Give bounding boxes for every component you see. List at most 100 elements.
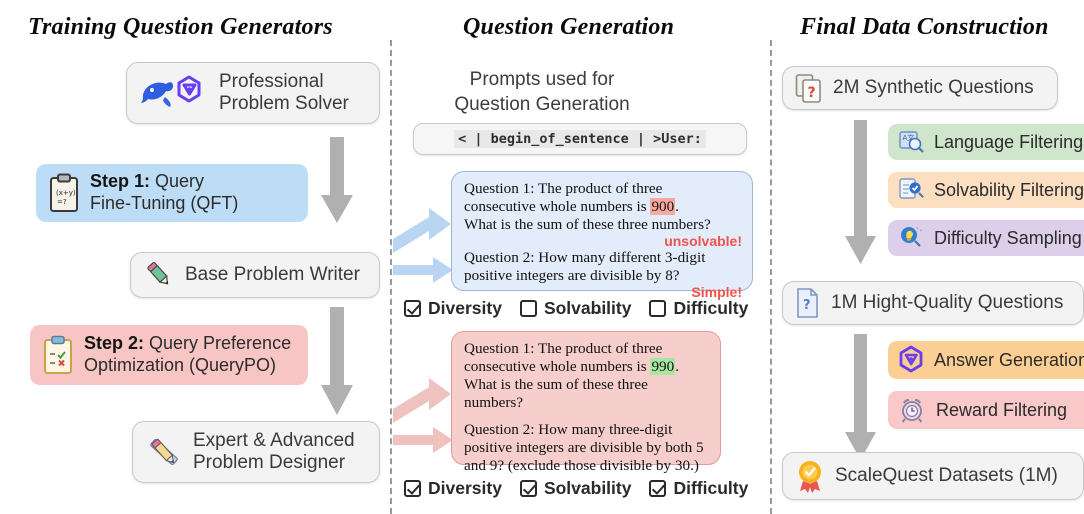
post-reward-filtering-label: Reward Filtering — [936, 399, 1068, 420]
pink-q1-line1: Question 1: The product of three — [464, 340, 663, 357]
checkbox-item-solvability-pink[interactable]: Solvability — [519, 478, 632, 499]
blue-q2-line1: Question 2: How many different 3-digit — [464, 249, 706, 267]
translate-search-icon: A文 — [898, 129, 924, 155]
step-2-bold: Step 2: — [84, 333, 145, 354]
filter-solvability-label: Solvability Filtering — [934, 179, 1084, 200]
blue-q1-highlight: 900 — [650, 197, 676, 215]
question-doc-icon: ? — [795, 287, 821, 319]
checkbox-solvability-blue[interactable] — [519, 300, 537, 317]
column-title-middle: Question Generation — [463, 14, 675, 40]
arrow-solver-to-writer — [320, 137, 354, 227]
pink-q1-post: . — [675, 357, 680, 375]
blue-q1-pre: consecutive whole numbers is — [464, 197, 651, 215]
filter-language-label: Language Filtering — [934, 131, 1084, 152]
checkbox-label-solvability-pink: Solvability — [543, 478, 632, 498]
column-title-left: Training Question Generators — [28, 14, 333, 40]
post-answer-generation[interactable]: Answer Generation — [888, 341, 1084, 379]
expert-problem-designer-label: Expert & Advanced Problem Designer — [193, 429, 355, 473]
scalequest-datasets-label: ScaleQuest Datasets (1M) — [835, 464, 1058, 486]
synthetic-questions-label: 2M Synthetic Questions — [833, 76, 1034, 98]
divider-right — [770, 40, 772, 514]
expert-problem-designer-box[interactable]: Expert & Advanced Problem Designer — [132, 421, 380, 483]
arrows-into-blue-box — [393, 205, 455, 283]
pink-q2-line3: and 9? (exclude those divisible by 30.) — [464, 456, 699, 474]
step-2-rest: Query Preference Optimization (QueryPO) — [84, 333, 292, 375]
pencil-icon — [143, 260, 175, 290]
pink-attribute-checkboxes: Diversity Solvability Difficulty — [404, 478, 766, 499]
alarm-clock-icon — [898, 396, 926, 424]
pink-gap — [464, 412, 710, 421]
blue-q1-line3: What is the sum of these three numbers? — [464, 215, 711, 233]
step-1-banner: (x+y) =? Step 1: Query Fine-Tuning (QFT) — [36, 164, 308, 222]
award-ribbon-icon — [795, 459, 825, 493]
blue-ellipsis: ...... — [590, 300, 616, 316]
high-quality-questions-label: 1M Hight-Quality Questions — [831, 291, 1064, 313]
checkbox-diversity-pink[interactable] — [404, 480, 421, 497]
synthetic-questions-box[interactable]: ? 2M Synthetic Questions — [782, 66, 1058, 110]
filter-solvability-filtering[interactable]: Solvability Filtering — [888, 172, 1084, 208]
svg-text:=?: =? — [57, 198, 67, 206]
step-2-label: Step 2: Query Preference Optimization (Q… — [84, 333, 291, 377]
svg-text:A文: A文 — [903, 133, 915, 142]
blue-attribute-checkboxes: Diversity Solvability Difficulty — [404, 298, 766, 319]
checkbox-difficulty-blue[interactable] — [649, 300, 667, 317]
clipboard-math-icon: (x+y) =? — [48, 173, 80, 213]
pink-q2-line2: positive integers are divisible by both … — [464, 438, 704, 456]
prompt-code-box[interactable]: < | begin_of_sentence | >User: — [413, 123, 747, 155]
doc-check-search-icon — [898, 177, 924, 203]
pink-ellipsis: ...... — [574, 474, 600, 490]
blue-tag-unsolvable: unsolvable! — [664, 232, 742, 249]
checkbox-item-difficulty-pink[interactable]: Difficulty — [649, 478, 748, 499]
pink-q2-line1: Question 2: How many three-digit — [464, 420, 673, 438]
filter-language-filtering[interactable]: A文 Language Filtering — [888, 124, 1084, 160]
scalequest-datasets-box[interactable]: ScaleQuest Datasets (1M) — [782, 452, 1084, 500]
base-problem-writer-label: Base Problem Writer — [185, 263, 360, 285]
arrow-to-high-quality — [845, 120, 877, 268]
professional-problem-solver-box[interactable]: Professional Problem Solver — [126, 62, 380, 124]
checkbox-solvability-pink[interactable] — [519, 480, 537, 497]
pink-question-sample: Question 1: The product of three consecu… — [451, 331, 721, 490]
checkbox-item-difficulty-blue[interactable]: Difficulty — [649, 298, 748, 319]
checkbox-item-solvability-blue[interactable]: Solvability — [519, 298, 632, 319]
question-cards-icon: ? — [795, 72, 823, 104]
checkbox-label-solvability-blue: Solvability — [543, 298, 632, 318]
checkbox-difficulty-pink[interactable] — [649, 480, 667, 497]
arrow-to-final-dataset — [845, 334, 877, 462]
checkbox-diversity-blue[interactable] — [404, 300, 421, 317]
blue-q1-post: . — [675, 197, 680, 215]
arrow-writer-to-designer — [320, 307, 354, 419]
checkbox-item-diversity-pink[interactable]: Diversity — [404, 478, 502, 499]
post-reward-filtering[interactable]: Reward Filtering — [888, 391, 1084, 429]
blue-q1-line1: Question 1: The product of three — [464, 180, 663, 197]
deepseek-whale-qwen-icon — [139, 73, 209, 113]
checkbox-item-diversity-blue[interactable]: Diversity — [404, 298, 502, 319]
step-2-banner: Step 2: Query Preference Optimization (Q… — [30, 325, 308, 385]
pink-q1-line2: consecutive whole numbers is 990. — [464, 357, 710, 376]
pink-q1-highlight: 990 — [650, 357, 676, 375]
base-problem-writer-box[interactable]: Base Problem Writer — [130, 252, 380, 298]
divider-left — [390, 40, 392, 514]
professional-problem-solver-label: Professional Problem Solver — [219, 70, 349, 114]
blue-tag-simple: Simple! — [691, 284, 742, 301]
filter-difficulty-sampling[interactable]: Difficulty Sampling — [888, 220, 1084, 256]
checkbox-label-diversity-blue: Diversity — [428, 298, 502, 318]
qwen-logo-icon — [898, 345, 924, 374]
high-quality-questions-box[interactable]: ? 1M Hight-Quality Questions — [782, 281, 1084, 325]
pink-q1-pre: consecutive whole numbers is — [464, 357, 651, 375]
blue-q2-line2: positive integers are divisible by 8? — [464, 267, 680, 285]
prompt-code-text: < | begin_of_sentence | >User: — [454, 130, 706, 148]
bulb-search-icon — [898, 225, 924, 251]
svg-text:(x+y): (x+y) — [56, 189, 76, 197]
svg-text:?: ? — [808, 85, 816, 101]
checkbox-label-difficulty-pink: Difficulty — [673, 478, 749, 498]
checkbox-label-diversity-pink: Diversity — [428, 478, 502, 498]
ruler-pencil-icon — [145, 432, 183, 472]
blue-q1-line2: consecutive whole numbers is 900. — [464, 197, 742, 216]
blue-question-sample: Question 1: The product of three consecu… — [451, 171, 753, 316]
post-answer-generation-label: Answer Generation — [934, 349, 1084, 370]
checkbox-label-difficulty-blue: Difficulty — [673, 298, 749, 318]
step-1-bold: Step 1: — [90, 171, 151, 192]
step-1-rest: Query Fine-Tuning (QFT) — [90, 171, 239, 213]
pink-q1-line3: What is the sum of these three numbers? — [464, 375, 648, 411]
